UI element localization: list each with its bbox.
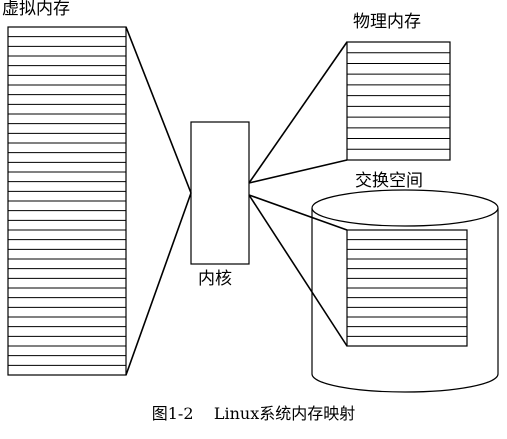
- figure-caption: 图1-2 Linux系统内存映射: [151, 404, 356, 423]
- mapping-lines: [125, 26, 348, 376]
- physical-memory-label: 物理内存: [353, 12, 421, 32]
- swap-space-cylinder: [311, 189, 499, 393]
- cylinder-top: [311, 189, 499, 227]
- swap-space-stripes: [347, 239, 467, 337]
- cylinder-body: [311, 208, 499, 393]
- virtual-memory-label: 虚拟内存: [2, 0, 70, 19]
- virtual-memory-stripes: [8, 36, 126, 366]
- line-kernel-to-swap-bottom: [248, 194, 348, 347]
- line-kernel-to-swap-top: [248, 194, 348, 231]
- kernel-label: 内核: [198, 269, 232, 289]
- line-virtual-bottom-to-kernel: [125, 192, 192, 376]
- line-kernel-to-physical-top: [248, 41, 348, 184]
- line-virtual-top-to-kernel: [125, 26, 192, 194]
- line-kernel-to-physical-bottom: [248, 159, 348, 184]
- physical-memory-outline: [346, 41, 451, 161]
- physical-memory-stripes: [347, 52, 450, 150]
- kernel-block: [190, 121, 250, 265]
- swap-space-label: 交换空间: [355, 171, 423, 191]
- virtual-memory-block: [7, 26, 127, 376]
- physical-memory-block: [346, 41, 451, 161]
